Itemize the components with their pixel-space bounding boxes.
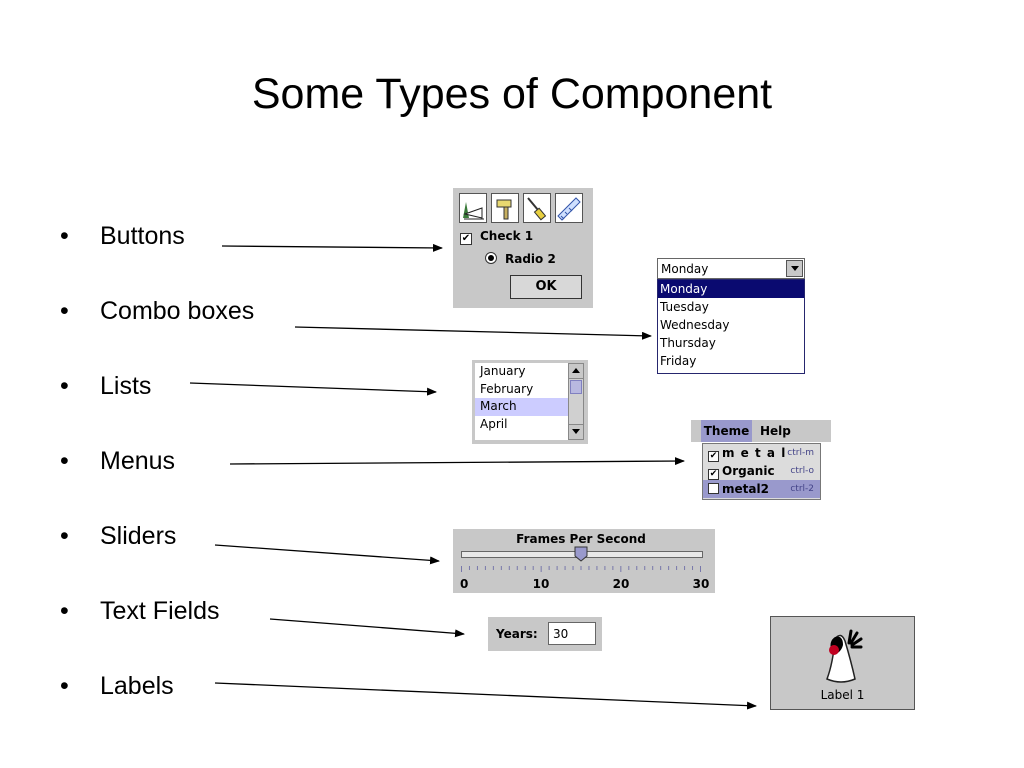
screwdriver-icon[interactable]	[523, 193, 551, 223]
slider-tick-label: 20	[612, 577, 630, 591]
arrow-text-fields	[269, 618, 465, 638]
menu-help[interactable]: Help	[760, 424, 791, 438]
bullet-text-fields: • Text Fields	[60, 597, 219, 626]
combo-box[interactable]: Monday	[657, 258, 805, 279]
slide-title: Some Types of Component	[251, 70, 773, 118]
menu-checkbox: ✔	[708, 469, 719, 480]
scroll-thumb[interactable]	[570, 380, 582, 394]
slider-tick-label: 0	[460, 577, 469, 591]
checkbox-label: Check 1	[480, 229, 534, 243]
bullet-combo-boxes: • Combo boxes	[60, 297, 254, 326]
bullet-buttons: • Buttons	[60, 222, 185, 251]
bullet-label: Menus	[100, 447, 176, 475]
list-item[interactable]: April	[480, 416, 508, 431]
bullet-label: Text Fields	[100, 597, 220, 625]
bullet-label: Combo boxes	[100, 297, 255, 325]
slider-demo-panel: Frames Per Second 0 10 20 30	[453, 529, 715, 593]
bullet-label: Buttons	[100, 222, 185, 250]
menu-accelerator: ctrl-2	[790, 484, 814, 494]
radio-label: Radio 2	[505, 252, 556, 266]
hammer-icon[interactable]	[491, 193, 519, 223]
scroll-up-icon[interactable]	[569, 364, 583, 379]
menu-item-label: metal2	[722, 482, 769, 496]
menu-checkbox	[708, 483, 719, 494]
menu-item-organic[interactable]: ✔Organic ctrl-o	[703, 462, 820, 480]
paint-icon[interactable]	[459, 193, 487, 223]
scroll-down-icon[interactable]	[569, 424, 583, 439]
menu-checkbox: ✔	[708, 451, 719, 462]
menu-bar: Theme Help	[691, 420, 831, 442]
bullet-label: Sliders	[100, 522, 177, 550]
list-scrollbar[interactable]	[568, 363, 584, 440]
slider-tick-label: 10	[532, 577, 550, 591]
buttons-demo-panel: ✔ Check 1 Radio 2 OK	[453, 188, 593, 308]
arrow-labels	[214, 682, 757, 710]
slider-tick-label: 30	[692, 577, 710, 591]
combo-option[interactable]: Tuesday	[660, 300, 709, 314]
combo-option[interactable]: Thursday	[660, 336, 716, 350]
bullet-dot: •	[60, 597, 69, 625]
menu-item-label: m e t a l	[722, 446, 787, 460]
label-demo-panel: Label 1	[770, 616, 915, 710]
ruler-icon[interactable]	[555, 193, 583, 223]
bullet-dot: •	[60, 447, 69, 475]
list-item[interactable]: March	[475, 398, 568, 416]
slider-title: Frames Per Second	[516, 532, 646, 546]
duke-mascot-icon	[826, 629, 863, 683]
combo-option[interactable]: Monday	[658, 280, 804, 298]
menu-accelerator: ctrl-o	[790, 466, 814, 476]
bullet-dot: •	[60, 297, 69, 325]
radio-2-button[interactable]: Radio 2	[485, 252, 556, 266]
checkbox-box[interactable]: ✔	[460, 233, 472, 245]
menu-item-label: Organic	[722, 464, 775, 478]
textfield-demo-panel: Years: 30	[488, 617, 602, 651]
menu-accelerator: ctrl-m	[787, 448, 814, 458]
combo-option[interactable]: Friday	[660, 354, 697, 368]
list-item[interactable]: January	[480, 364, 526, 378]
bullet-dot: •	[60, 672, 69, 700]
arrow-menus	[229, 457, 685, 466]
years-label: Years:	[496, 627, 538, 641]
check-1-checkbox[interactable]: ✔ Check 1	[460, 229, 533, 245]
bullet-lists: • Lists	[60, 372, 151, 401]
arrow-combo-boxes	[294, 326, 652, 340]
chevron-down-icon[interactable]	[786, 260, 803, 277]
label-1-text: Label 1	[820, 688, 865, 702]
list-item[interactable]: February	[480, 381, 534, 396]
combo-dropdown-list: Monday Tuesday Wednesday Thursday Friday	[657, 279, 805, 374]
arrow-lists	[189, 382, 437, 396]
bullet-dot: •	[60, 522, 69, 550]
bullet-labels: • Labels	[60, 672, 174, 701]
bullet-label: Lists	[100, 372, 152, 400]
arrow-sliders	[214, 544, 440, 565]
combo-selected-value: Monday	[661, 262, 709, 276]
bullet-label: Labels	[100, 672, 174, 700]
arrow-buttons	[221, 243, 443, 252]
bullet-dot: •	[60, 222, 69, 250]
slider-ticks	[461, 566, 701, 572]
month-list: January February March April	[475, 363, 568, 440]
menu-theme[interactable]: Theme	[701, 420, 752, 442]
list-demo-panel: January February March April	[472, 360, 588, 444]
bullet-sliders: • Sliders	[60, 522, 176, 551]
slider-thumb[interactable]	[574, 546, 588, 562]
combo-option[interactable]: Wednesday	[660, 318, 730, 332]
years-input[interactable]: 30	[548, 622, 596, 645]
radio-dot[interactable]	[485, 252, 497, 264]
bullet-dot: •	[60, 372, 69, 400]
bullet-menus: • Menus	[60, 447, 175, 476]
ok-button[interactable]: OK	[510, 275, 582, 299]
menu-item-metal2[interactable]: metal2 ctrl-2	[703, 480, 820, 498]
